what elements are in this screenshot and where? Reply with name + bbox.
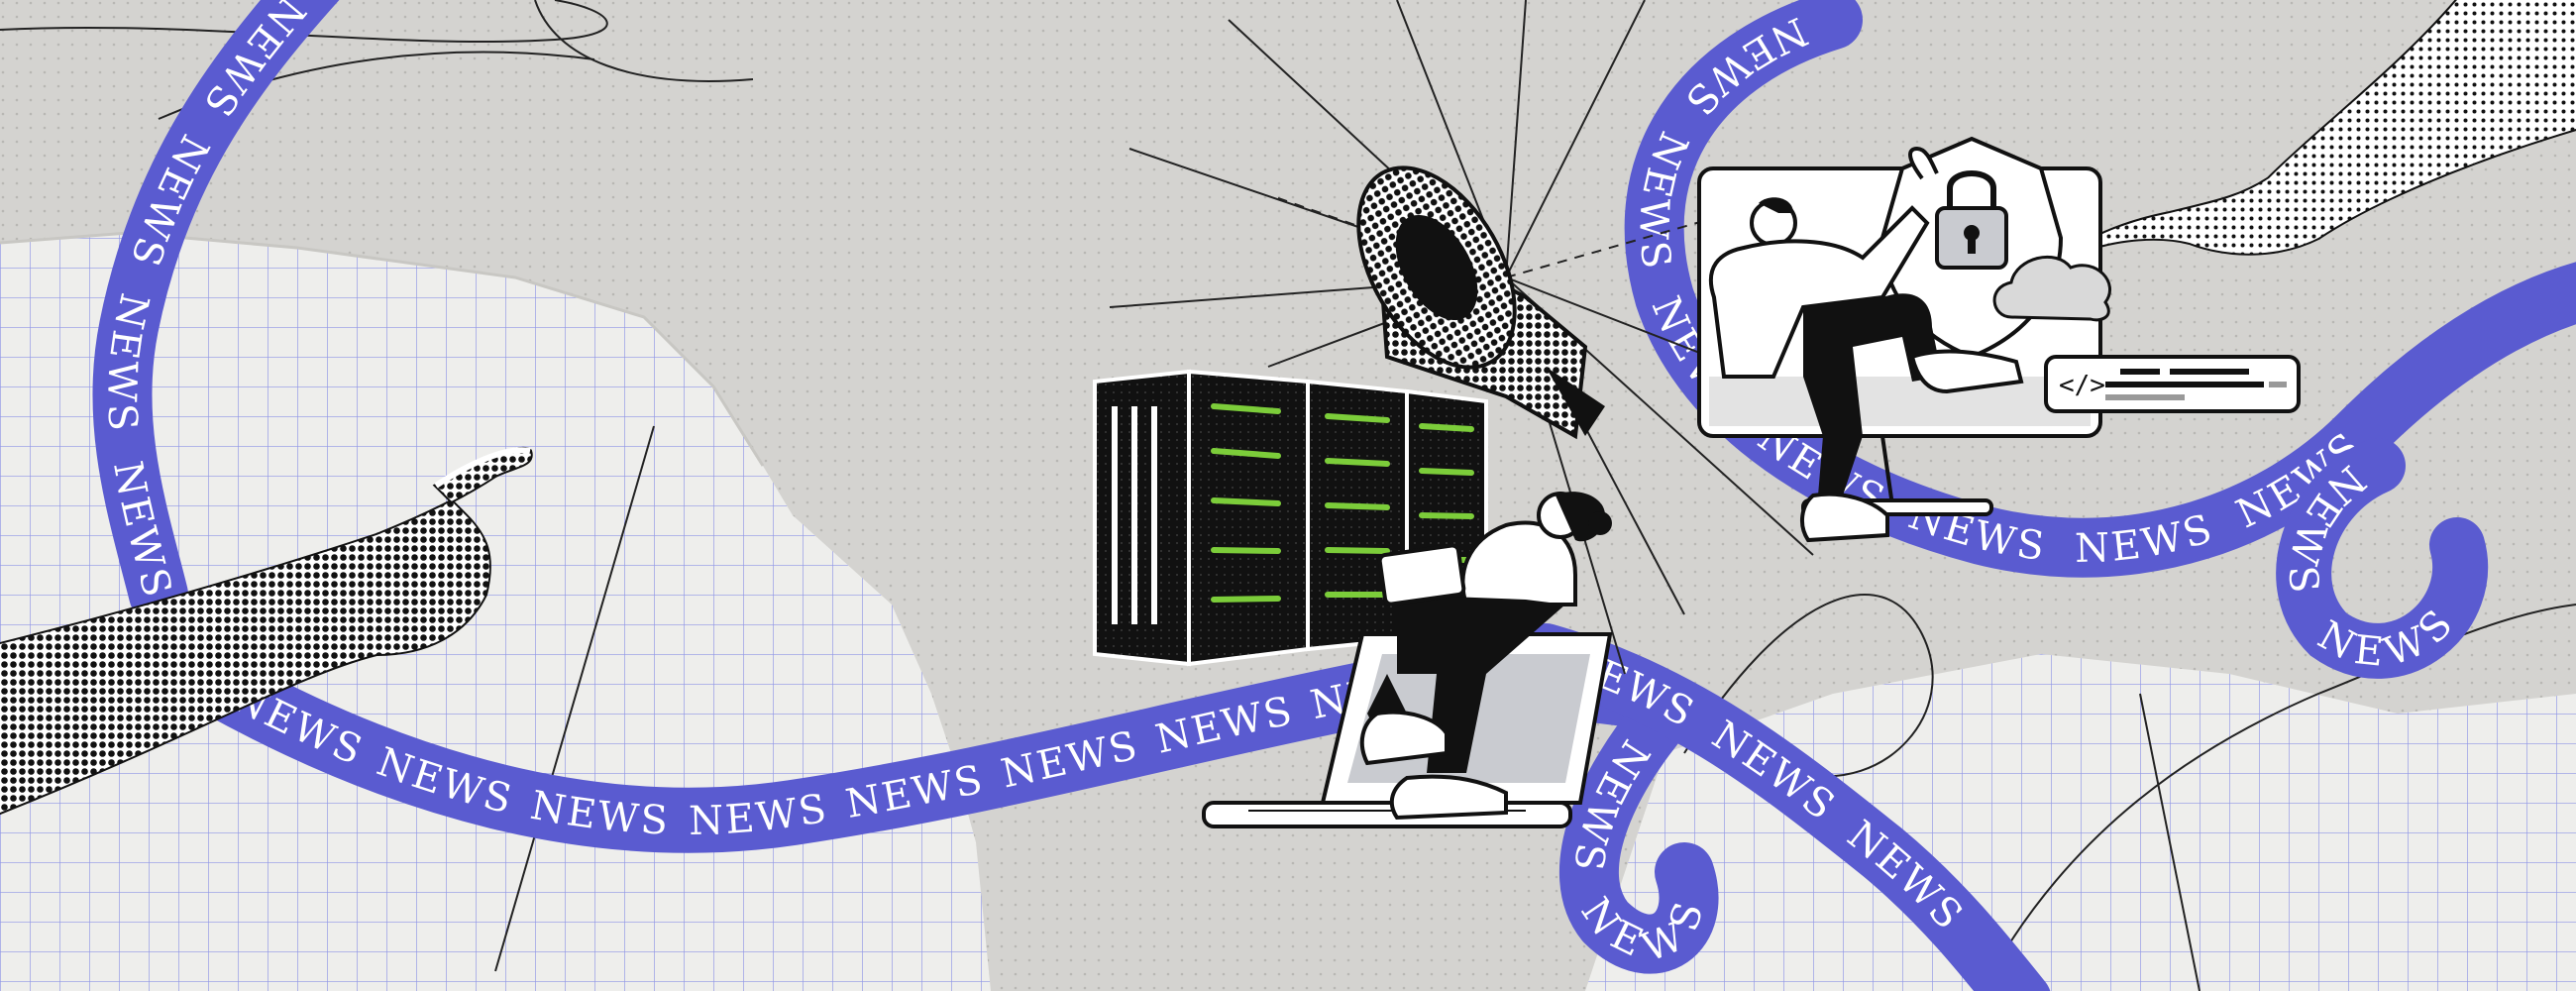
woman-with-laptop-icon [1359, 492, 1612, 821]
code-card: </> [2044, 355, 2301, 413]
grid-paper-right [1585, 654, 2576, 991]
pointing-hand-left-icon [0, 446, 533, 816]
man-sitting-icon [1708, 146, 2024, 543]
code-label: </> [2059, 371, 2105, 400]
cloud-icon [1992, 255, 2112, 322]
megaphone-icon [1356, 165, 1605, 440]
